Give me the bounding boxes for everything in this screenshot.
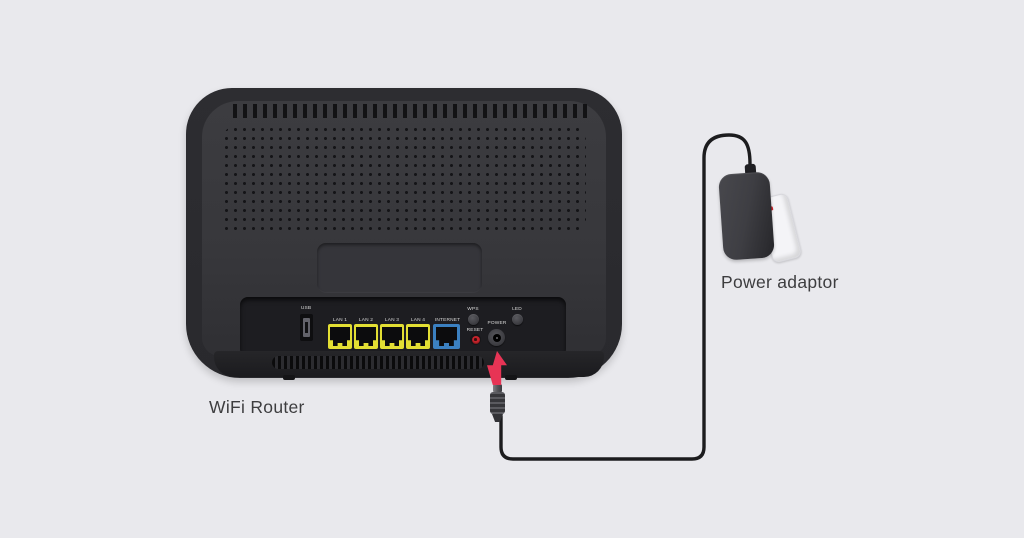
vent-slats <box>233 104 591 118</box>
lan-port-3 <box>380 324 404 349</box>
wps-button <box>468 314 479 325</box>
lan-port-4 <box>406 324 430 349</box>
led-button <box>512 314 523 325</box>
usb-label: USB <box>300 305 312 311</box>
power-jack <box>488 329 505 346</box>
lan1-label: LAN 1 <box>332 317 348 323</box>
usb-port <box>300 314 313 341</box>
adaptor-caption: Power adaptor <box>721 272 839 292</box>
wps-label: WPS <box>467 306 479 312</box>
vent-hole-grid <box>222 125 586 236</box>
usb-tongue <box>303 318 310 337</box>
lan-port-1 <box>328 324 352 349</box>
lan4-label: LAN 4 <box>410 317 426 323</box>
lan2-label: LAN 2 <box>358 317 374 323</box>
led-label: LED <box>512 306 522 312</box>
router-caption: WiFi Router <box>209 397 305 417</box>
internet-label: INTERNET <box>434 317 461 323</box>
internet-port <box>433 324 460 349</box>
reset-label: RESET <box>466 327 484 333</box>
label-recess-panel <box>317 243 482 293</box>
power-label: POWER <box>487 320 507 326</box>
router-foot <box>283 375 295 380</box>
router-foot <box>505 375 517 380</box>
lan3-label: LAN 3 <box>384 317 400 323</box>
stand-vent-slot <box>272 356 484 369</box>
power-adaptor-body <box>718 171 775 261</box>
port-panel: USB LAN 1 LAN 2 LAN 3 LAN 4 INTERNET WPS… <box>240 297 566 357</box>
lan-port-2 <box>354 324 378 349</box>
dc-power-plug <box>489 384 506 422</box>
reset-button <box>470 334 481 345</box>
